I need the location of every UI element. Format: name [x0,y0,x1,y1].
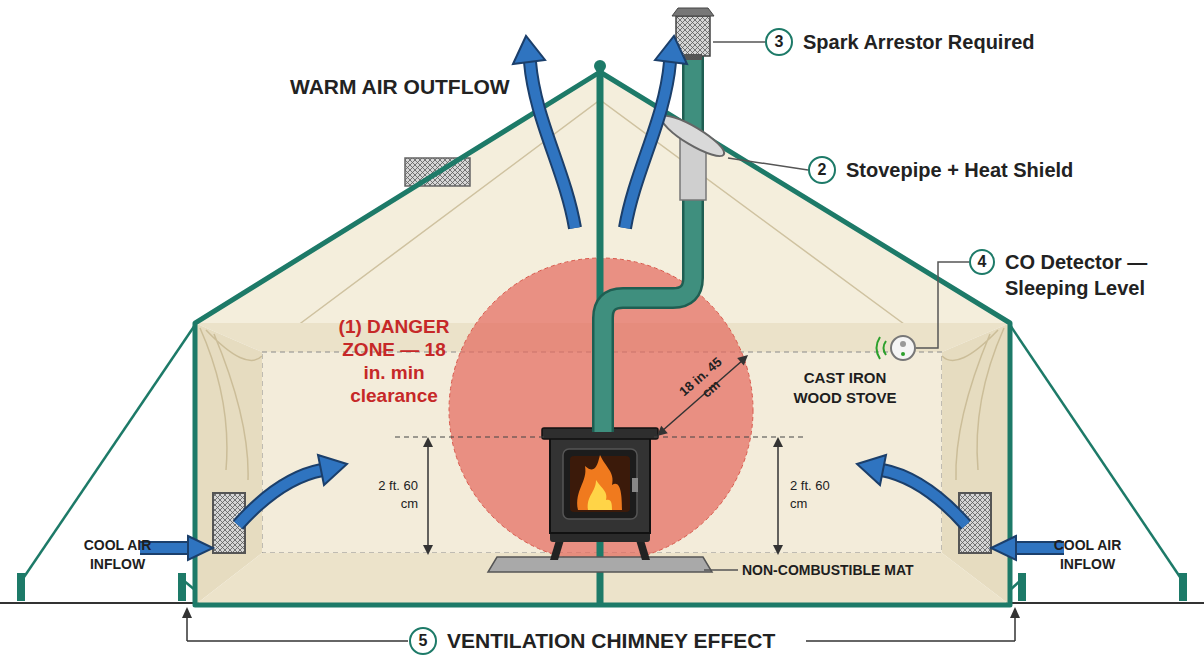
danger-circle [449,258,753,562]
guy-line [22,325,195,580]
arrow-head [318,455,347,485]
co-sensor [900,341,906,347]
cool-air-arrow [238,470,322,525]
callout: 2 Stovepipe + Heat Shield [808,156,1073,184]
bracket-line [187,640,408,642]
guy-line [1010,325,1182,580]
dimension-head [423,437,433,447]
dimension-head [773,545,783,555]
callout: 4 CO Detector — Sleeping Level [969,249,1185,301]
tent-stake [17,573,25,601]
bracket-line [806,640,1015,642]
arrow-head [188,536,213,560]
dimension-label: 2 ft. 60 cm [366,477,418,513]
arrow-head [655,36,687,64]
dimension-guide [654,436,805,437]
tent-stake [1179,573,1187,601]
callout-label: Stovepipe + Heat Shield [846,156,1073,184]
tent-stake [178,573,186,601]
dimension-head [773,437,783,447]
callout-number: 5 [409,627,437,655]
part-label: NON-COMBUSTIBLE MAT [742,561,914,579]
warm-air-arrow [625,62,670,228]
heat-shield [658,110,729,163]
arrow-head [991,536,1016,560]
bracket-line [1014,614,1016,641]
callout: 5 VENTILATION CHIMNEY EFFECT [409,627,775,655]
warm-air-arrow [530,62,575,228]
arrestor-collar [684,54,702,60]
part-label: COOL AIR INFLOW [70,536,165,574]
leader-line [916,262,969,348]
bracket-line [186,614,188,641]
door-handle [632,478,638,492]
arrow-head [857,455,886,485]
callout-number: 4 [969,249,995,275]
warm-air-arrow [625,62,670,228]
leader-line [704,569,738,571]
signal-waves [877,337,887,359]
warm-air-arrow [530,62,575,228]
part-label: COOL AIR INFLOW [1040,536,1135,574]
callout-label: VENTILATION CHIMNEY EFFECT [447,627,775,655]
cool-air-arrow [882,470,966,525]
callout-label: Spark Arrestor Required [803,28,1035,56]
stove-door [563,449,637,519]
dimension-guide [395,436,546,437]
bracket-head [1010,607,1020,618]
stove-body [550,438,650,533]
dimension-line [427,443,429,549]
stove-window [570,456,630,512]
airflow-label: WARM AIR OUTFLOW [290,74,510,100]
non-combustible-mat [488,557,712,572]
canvas-fold [942,328,1004,480]
arrestor-cap [672,8,714,16]
callout-label: CO Detector — Sleeping Level [1005,249,1185,301]
co-detector [891,336,915,360]
cool-air-arrow [882,470,966,525]
co-led [901,352,905,356]
pole-top [594,60,606,72]
canvas-fold [200,328,262,480]
leader-line [728,158,808,170]
tent-stake [1018,573,1026,601]
callout-number: 2 [808,156,836,184]
cool-air-arrow [238,470,322,525]
fire [577,455,622,510]
callout: 3 Spark Arrestor Required [765,28,1035,56]
danger-label: (1) DANGER ZONE — 18 in. min clearance [330,315,458,407]
dimension-label: 2 ft. 60 cm [790,477,842,513]
leader-line [713,41,765,43]
dimension-head [423,545,433,555]
dimension-line [777,443,779,549]
fire [588,480,612,510]
part-label: CAST IRON WOOD STOVE [789,368,901,408]
callout-number: 3 [765,28,793,56]
arrow-head [513,36,545,64]
bracket-head [182,607,192,618]
